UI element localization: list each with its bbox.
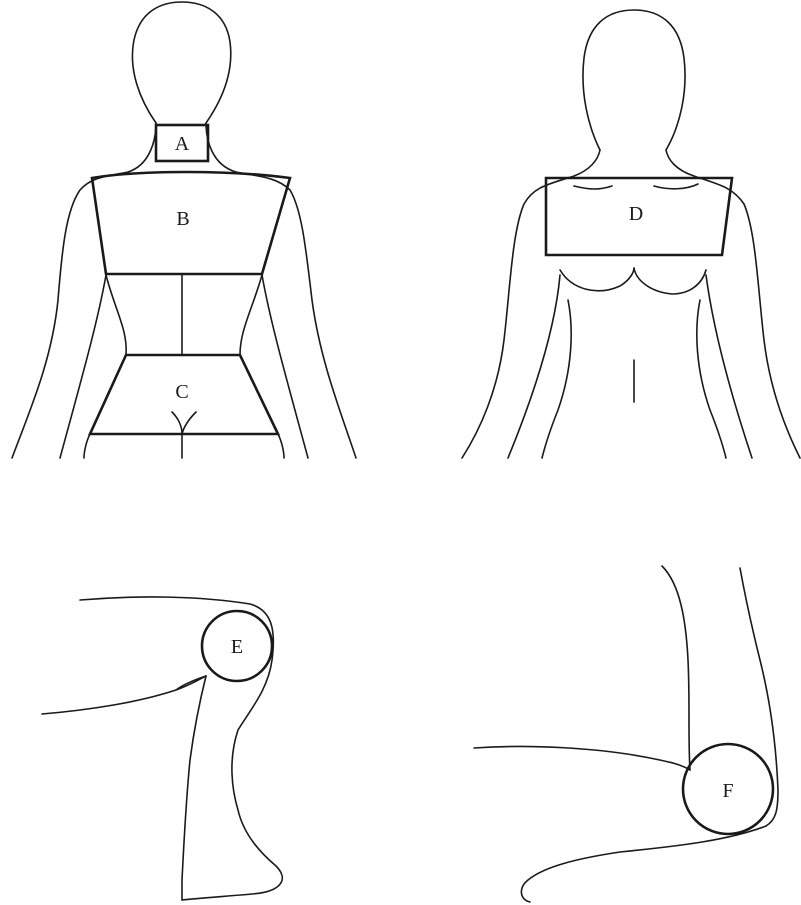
region-d-label: D — [629, 203, 643, 225]
region-b-label: B — [176, 208, 189, 230]
front-view-figure — [462, 10, 800, 458]
region-c-label: C — [175, 381, 188, 403]
region-a-label: A — [175, 133, 190, 155]
region-b — [92, 172, 290, 274]
region-e-label: E — [231, 636, 243, 658]
knee-figure — [42, 597, 282, 900]
elbow-figure — [474, 566, 778, 902]
region-f-label: F — [722, 780, 733, 802]
